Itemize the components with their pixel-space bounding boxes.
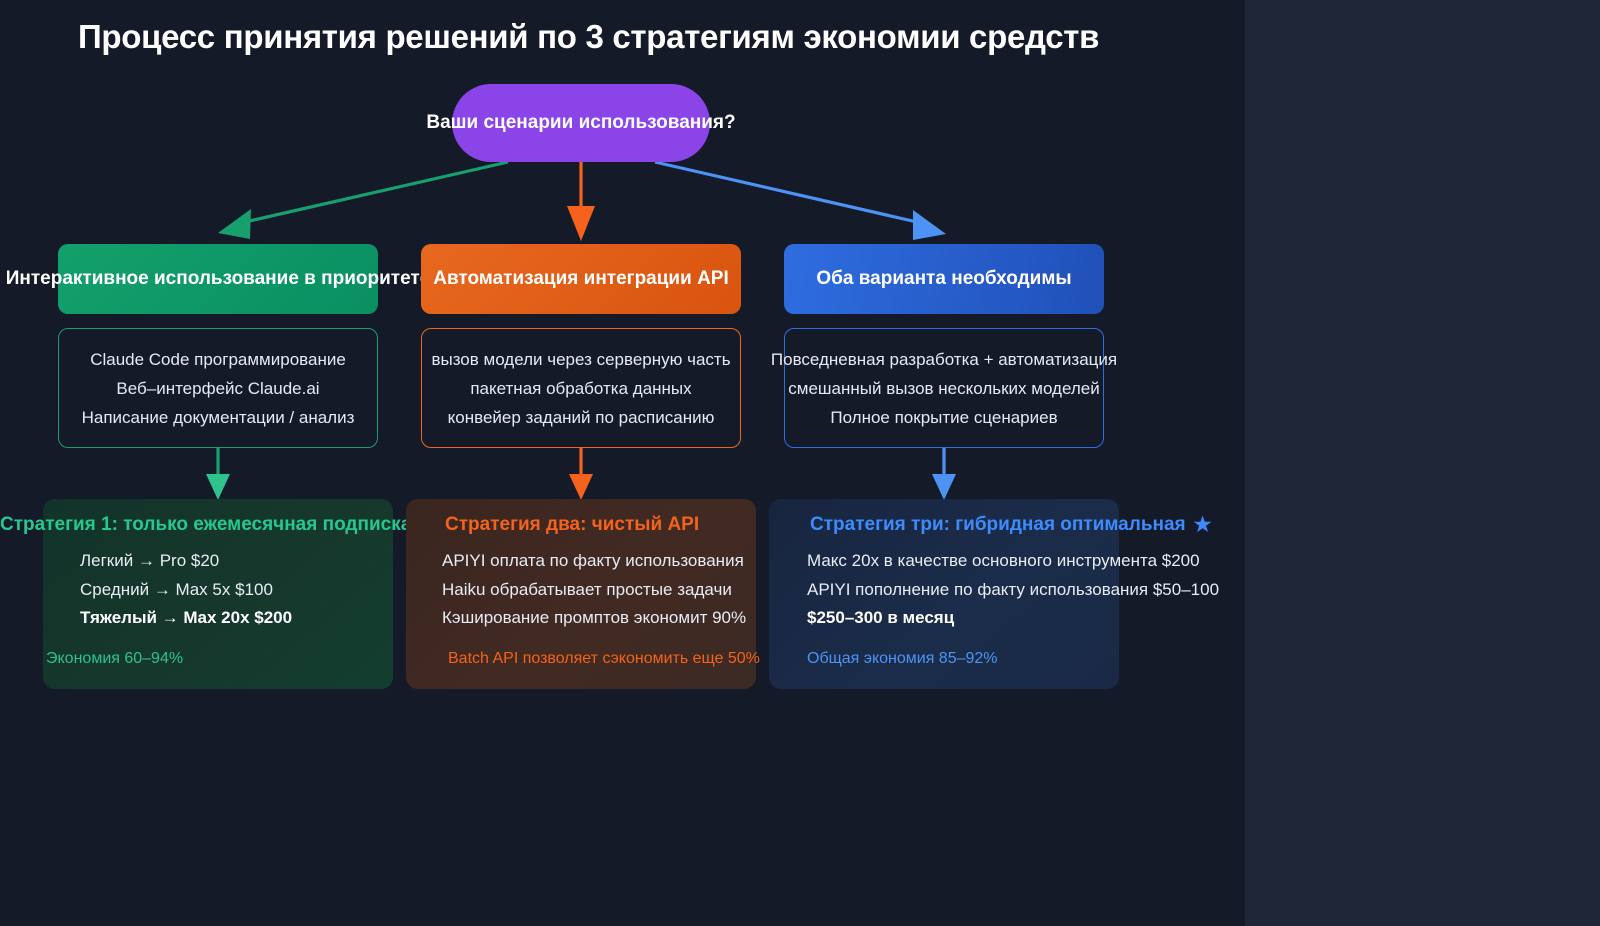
strategy-card-2-lines: APIYI оплата по факту использования Haik… [442, 547, 746, 633]
strategy-card-3-savings: Общая экономия 85–92% [807, 650, 998, 667]
strategy-card-2-savings: Batch API позволяет сэкономить еще 50% [448, 650, 760, 667]
branch-node-blue[interactable]: Оба варианта необходимы [784, 244, 1104, 314]
detail-line: Веб–интерфейс Claude.ai [116, 378, 320, 398]
strategy-line: APIYI оплата по факту использования [442, 551, 744, 570]
strategy-card-1-savings: Экономия 60–94% [46, 650, 184, 667]
detail-line: конвейер заданий по расписанию [447, 407, 715, 427]
strategy-line: Haiku обрабатывает простые задачи [442, 579, 732, 599]
root-node[interactable]: Ваши сценарии использования? [426, 84, 736, 162]
detail-line: пакетная обработка данных [470, 378, 692, 398]
strategy-card-1-lines: Легкий → Pro $20 Средний → Max 5x $100 Т… [80, 547, 292, 633]
strategy-line: Средний → Max 5x $100 [80, 579, 273, 599]
strategy-card-3-lines: Макс 20x в качестве основного инструмент… [807, 547, 1219, 633]
strategy-card-2[interactable]: Стратегия два: чистый API APIYI оплата п… [406, 499, 760, 689]
detail-box-blue: Повседневная разработка + автоматизация … [771, 328, 1117, 448]
detail-box-green: Claude Code программирование Веб–интерфе… [58, 328, 378, 448]
strategy-card-3-title: Стратегия три: гибридная оптимальная [810, 514, 1186, 535]
detail-line: смешанный вызов нескольких моделей [788, 378, 1100, 398]
detail-line: вызов модели через серверную часть [431, 349, 731, 369]
strategy-card-2-title: Стратегия два: чистый API [445, 514, 700, 535]
branch-node-orange-label: Автоматизация интеграции API [433, 268, 729, 289]
star-icon: ★ [1193, 514, 1212, 536]
strategy-line: Тяжелый → Max 20x $200 [80, 608, 293, 627]
detail-line: Написание документации / анализ [81, 407, 355, 427]
detail-line: Полное покрытие сценариев [830, 407, 1058, 427]
strategy-line: Легкий → Pro $20 [80, 551, 220, 570]
strategy-card-3[interactable]: Стратегия три: гибридная оптимальная ★ М… [769, 499, 1219, 689]
detail-box-orange: вызов модели через серверную часть пакет… [421, 328, 741, 448]
page-title: Процесс принятия решений по 3 стратегиям… [78, 18, 1100, 55]
strategy-card-1[interactable]: Стратегия 1: только ежемесячная подписка… [0, 499, 411, 689]
strategy-card-1-title: Стратегия 1: только ежемесячная подписка [0, 514, 412, 535]
strategy-card-3-header: Стратегия три: гибридная оптимальная ★ [810, 514, 1212, 536]
root-node-label: Ваши сценарии использования? [426, 112, 736, 133]
strategy-card-1-header: Стратегия 1: только ежемесячная подписка [0, 514, 411, 536]
strategy-line: $250–300 в месяц [807, 608, 955, 627]
branch-node-blue-label: Оба варианта необходимы [816, 268, 1072, 289]
detail-line: Повседневная разработка + автоматизация [770, 349, 1118, 369]
branch-node-green-label: Интерактивное использование в приоритете [5, 268, 431, 289]
strategy-card-2-header: Стратегия два: чистый API [445, 514, 699, 536]
branch-node-orange[interactable]: Автоматизация интеграции API [421, 244, 741, 314]
branch-node-green[interactable]: Интерактивное использование в приоритете [6, 244, 430, 314]
detail-line: Claude Code программирование [90, 349, 346, 369]
strategy-line: Макс 20x в качестве основного инструмент… [807, 551, 1200, 570]
strategy-line: APIYI пополнение по факту использования … [807, 579, 1220, 599]
strategy-line: Кэширование промптов экономит 90% [442, 608, 747, 627]
